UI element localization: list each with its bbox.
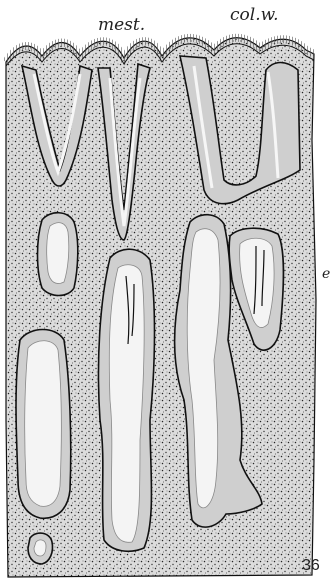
label-colw: col.w. bbox=[230, 5, 279, 25]
gland-section-1-lumen bbox=[47, 223, 69, 284]
label-mest: mest. bbox=[98, 15, 145, 35]
gland-section-small-lumen bbox=[34, 540, 46, 556]
gland-section-2-lumen bbox=[109, 265, 144, 543]
label-edge-letter: e bbox=[322, 266, 330, 282]
figure-number: 36 bbox=[302, 557, 320, 574]
gland-section-5-lumen bbox=[25, 341, 62, 507]
